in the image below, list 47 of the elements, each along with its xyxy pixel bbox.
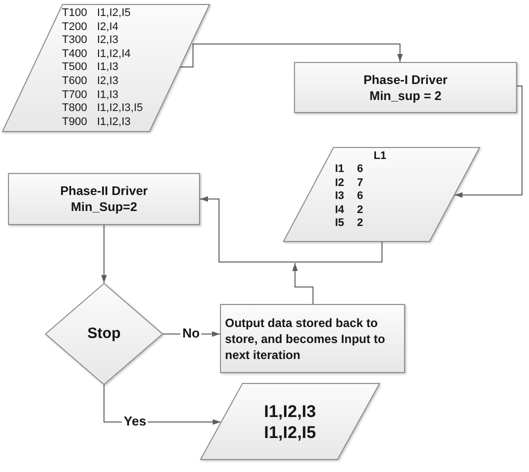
support-count: 7 — [357, 176, 364, 190]
support-count: 6 — [357, 163, 364, 177]
item-name: I5 — [335, 217, 344, 231]
item-name: I3 — [335, 190, 344, 204]
transaction-id: T900 — [62, 116, 88, 129]
transaction-id: T800 — [62, 102, 88, 116]
process-box — [294, 62, 517, 113]
box-text: Min_Sup=2 — [70, 199, 138, 215]
decision-diamond — [45, 283, 163, 385]
process-box — [8, 173, 200, 225]
box-text: Phase-I Driver — [363, 72, 448, 88]
arrow — [101, 224, 107, 284]
table-heading: L1 — [374, 150, 386, 164]
itemset: I1,I2,I4 — [97, 48, 131, 61]
itemset: I2,I3 — [97, 34, 118, 48]
arrow — [180, 44, 403, 68]
transaction-id: T400 — [62, 48, 88, 61]
itemset: I1,I2,I5 — [97, 7, 131, 20]
transaction-id: T500 — [62, 61, 88, 75]
support-count: 2 — [357, 217, 364, 231]
transaction-id: T100 — [62, 7, 88, 20]
process-box — [220, 304, 405, 373]
itemset: I2,I3 — [97, 75, 118, 88]
data-parallelogram — [2, 4, 210, 132]
box-text: Min_sup = 2 — [370, 88, 442, 104]
decision-text: Stop — [87, 325, 121, 343]
itemset: I1,I2,I3 — [97, 116, 131, 129]
arrow — [454, 86, 522, 198]
data-parallelogram — [283, 147, 480, 242]
itemset: I1,I2,I5 — [264, 422, 316, 442]
box-text: Output data stored back to store, and becomes Input to next iteration — [225, 314, 386, 362]
transaction-id: T300 — [62, 34, 88, 48]
support-count: 2 — [357, 204, 364, 218]
item-name: I4 — [335, 204, 344, 218]
itemset: I1,I2,I3 — [264, 400, 316, 422]
itemset: I1,I3 — [97, 88, 118, 102]
itemset: I1,I2,I3,I5 — [97, 102, 143, 116]
transaction-id: T700 — [62, 88, 88, 102]
box-text: Phase-II Driver — [60, 183, 148, 199]
item-name: I2 — [335, 176, 344, 190]
transaction-id: T200 — [62, 20, 88, 34]
transaction-id: T600 — [62, 75, 88, 88]
itemset: I1,I3 — [97, 61, 118, 75]
item-name: I1 — [335, 163, 344, 177]
itemset: I2,I4 — [97, 20, 118, 34]
support-count: 6 — [357, 190, 364, 204]
output-parallelogram — [200, 383, 380, 460]
